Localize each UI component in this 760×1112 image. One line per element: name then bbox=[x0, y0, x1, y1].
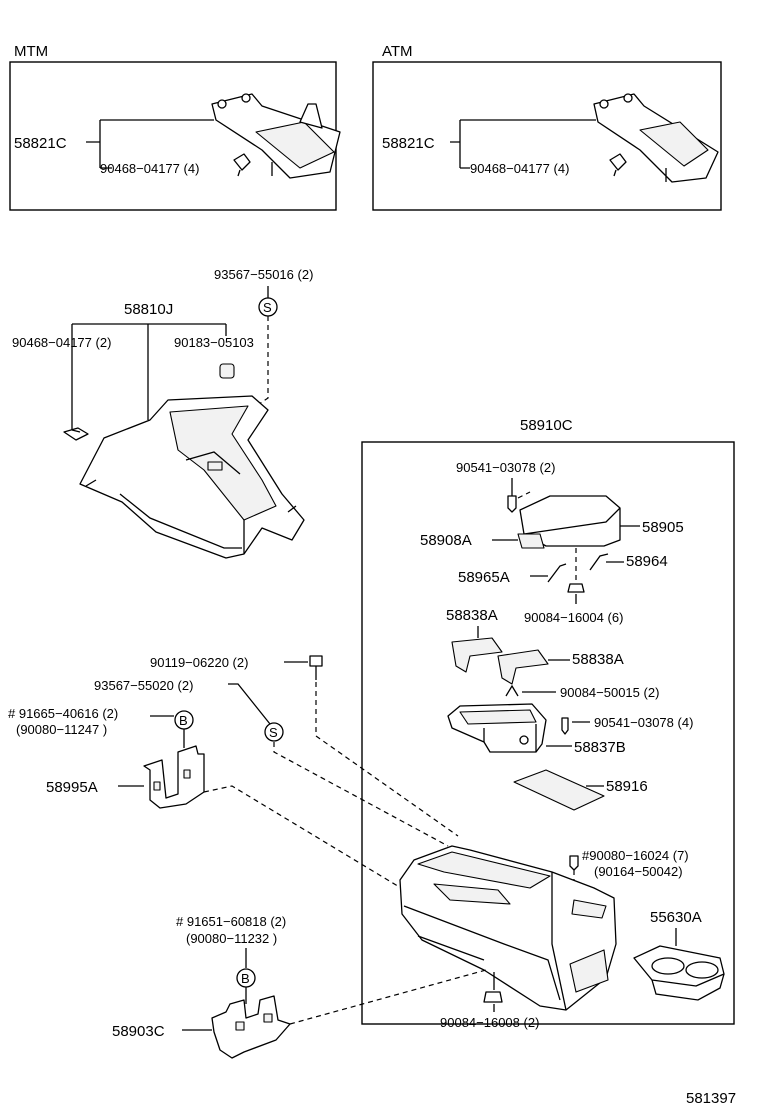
dash-93567-55020 bbox=[273, 742, 449, 847]
label-58995a: 58995A bbox=[46, 779, 98, 796]
b-marker-1: B bbox=[174, 710, 194, 730]
screw-90080-16024 bbox=[569, 855, 579, 871]
label-90080-11247: (90080−11247 ) bbox=[16, 722, 107, 737]
label-90468-2: 90468−04177 (2) bbox=[12, 335, 111, 350]
label-90084-16004: 90084−16004 (6) bbox=[524, 610, 623, 625]
bracket-58995a bbox=[143, 745, 205, 809]
label-58908a: 58908A bbox=[420, 532, 472, 549]
label-58910c: 58910C bbox=[520, 417, 573, 434]
clip-90468-2 bbox=[63, 427, 89, 441]
clip-90084-50015 bbox=[505, 684, 519, 697]
label-90084-50015: 90084−50015 (2) bbox=[560, 685, 659, 700]
label-58916: 58916 bbox=[606, 778, 648, 795]
label-90080-11232: (90080−11232 ) bbox=[186, 931, 277, 946]
svg-text:B: B bbox=[241, 971, 250, 986]
dash-58903c bbox=[289, 969, 487, 1025]
label-90541-4: 90541−03078 (4) bbox=[594, 715, 693, 730]
label-58838a-1: 58838A bbox=[446, 607, 498, 624]
front-console-58810j bbox=[79, 395, 305, 559]
bushing-90183 bbox=[219, 363, 235, 379]
dash-58995a bbox=[203, 785, 455, 921]
label-90080-16024: #90080−16024 (7) bbox=[582, 848, 689, 863]
bolt-90119 bbox=[309, 655, 323, 680]
cup-holder-55630a bbox=[633, 945, 725, 1001]
clip-90084-16008 bbox=[483, 991, 503, 1003]
b-marker-2: B bbox=[236, 968, 256, 988]
mtm-leader bbox=[86, 119, 214, 169]
label-90468-atm: 90468−04177 (4) bbox=[470, 161, 569, 176]
label-58903c: 58903C bbox=[112, 1023, 165, 1040]
label-58905: 58905 bbox=[642, 519, 684, 536]
clip-90084-16004 bbox=[567, 583, 585, 593]
section-label-atm: ATM bbox=[382, 43, 413, 60]
svg-text:S: S bbox=[269, 725, 278, 740]
s-marker-1: S bbox=[258, 297, 278, 317]
label-90468-mtm: 90468−04177 (4) bbox=[100, 161, 199, 176]
mat-58916 bbox=[513, 769, 605, 811]
label-93567-55016: 93567−55016 (2) bbox=[214, 267, 313, 282]
label-58837b: 58837B bbox=[574, 739, 626, 756]
rear-console-box bbox=[361, 441, 735, 1025]
holder-58838a-2 bbox=[497, 649, 549, 685]
atm-shift-cover-part bbox=[593, 93, 719, 183]
label-58838a-2: 58838A bbox=[572, 651, 624, 668]
dash-93567-55016 bbox=[249, 316, 269, 411]
svg-text:S: S bbox=[263, 300, 272, 315]
diagram-id: 581397 bbox=[686, 1090, 736, 1107]
atm-clip-icon bbox=[609, 153, 627, 177]
label-90541-2: 90541−03078 (2) bbox=[456, 460, 555, 475]
label-91651: # 91651−60818 (2) bbox=[176, 914, 286, 929]
screw-90541-2 bbox=[507, 495, 517, 513]
svg-text:B: B bbox=[179, 713, 188, 728]
hinge-58908a bbox=[517, 533, 545, 549]
label-93567-55020: 93567−55020 (2) bbox=[94, 678, 193, 693]
label-58964: 58964 bbox=[626, 553, 668, 570]
mtm-clip-icon bbox=[233, 153, 251, 177]
spring-58964 bbox=[589, 553, 609, 571]
atm-box bbox=[372, 61, 722, 211]
label-58821c-mtm: 58821C bbox=[14, 135, 67, 152]
section-label-mtm: MTM bbox=[14, 43, 48, 60]
bracket-58903c bbox=[211, 995, 291, 1059]
label-58810j: 58810J bbox=[124, 301, 173, 318]
label-55630a: 55630A bbox=[650, 909, 702, 926]
label-90084-16008: 90084−16008 (2) bbox=[440, 1015, 539, 1030]
label-91665: # 91665−40616 (2) bbox=[8, 706, 118, 721]
s-marker-2: S bbox=[264, 722, 284, 742]
label-90164: (90164−50042) bbox=[594, 864, 683, 879]
screw-90541-4 bbox=[561, 717, 569, 735]
spring-58965a bbox=[547, 563, 567, 583]
label-58821c-atm: 58821C bbox=[382, 135, 435, 152]
rear-console-body-58910c bbox=[399, 845, 617, 1011]
console-box-58837b bbox=[447, 703, 547, 753]
holder-58838a-1 bbox=[451, 637, 503, 673]
mtm-shift-boot-part bbox=[211, 93, 341, 179]
leader-58810j bbox=[71, 323, 227, 430]
label-90183: 90183−05103 bbox=[174, 335, 254, 350]
label-90119: 90119−06220 (2) bbox=[150, 655, 248, 670]
dash-90119 bbox=[315, 682, 459, 837]
atm-leader bbox=[450, 119, 596, 169]
label-58965a: 58965A bbox=[458, 569, 510, 586]
